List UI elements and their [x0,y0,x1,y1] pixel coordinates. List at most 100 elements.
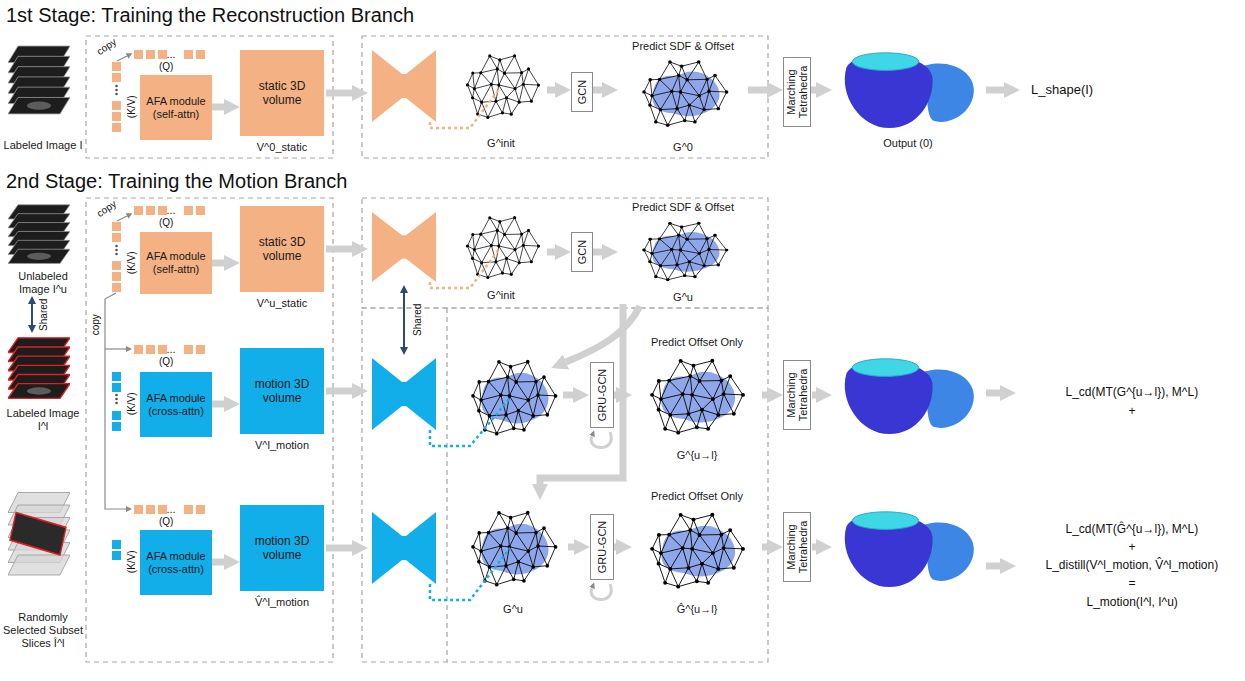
encoder-decoder [372,212,436,282]
volume-label: static 3D volume [240,206,324,292]
encoder-decoder [372,512,436,584]
marching-tetrahedra-box: Marching Tetrahedra [783,512,811,582]
caption: Predict Offset Only [632,490,762,503]
stage-title: 2nd Stage: Training the Motion Branch [6,170,347,193]
module-label: AFA module (self-attn) [143,95,209,121]
image-stack [8,338,70,399]
key-value-token [112,222,121,231]
dashed-panel [86,198,333,662]
key-value-tag: (K/V) [125,251,137,274]
mesh-graph [471,511,557,587]
mesh-graph [642,222,728,281]
encoder-decoder [372,50,436,122]
query-token [184,345,193,354]
mesh-node: Predict SDF & OffsetG^0 [618,40,748,154]
flow-arrow [547,87,555,94]
block-arrow [812,544,816,551]
recurrent-loop [591,584,611,600]
caption: G^{u→l} [632,449,762,462]
flow-arrow [593,249,602,256]
volume-node: static 3D volumeV^u_static [240,206,324,310]
caption: G^init [455,137,547,150]
copy-note: copy [94,198,118,220]
flow-arrow [568,544,574,551]
query-token [146,505,155,514]
stage-title: 1st Stage: Training the Reconstruction B… [6,4,414,27]
image-stack [8,46,70,114]
mesh-graph [650,359,745,435]
query-token [134,50,143,59]
mesh-graph [642,60,728,127]
feature-sampling-line [430,398,510,446]
dashed-panel [86,36,333,158]
copy-wire [117,216,127,221]
query-token [184,206,193,215]
afa-module-box: AFA module (cross-attn) [140,372,212,437]
query-token [158,50,167,59]
block-arrow [986,390,1000,397]
query-tag: (Q) [159,61,173,73]
image-stack [8,205,70,264]
flow-arrow [540,304,623,484]
key-value-token [112,261,121,270]
heart-mesh [845,53,974,128]
loss-term: L_cd(MT(Ĝ^{u→l}), M^L) [1066,523,1199,537]
query-token [134,206,143,215]
marching-tetrahedra-box: Marching Tetrahedra [783,57,811,127]
afa-module-box: AFA module (cross-attn) [140,530,212,595]
mesh-node: G^u [458,500,568,616]
image-node: Labeled Image I [2,40,84,152]
shared-weights-arrow [403,293,405,347]
block-label: GCN [576,235,588,269]
volume-caption: V̂^l_motion [240,596,324,609]
mesh-node: Predict Offset OnlyG^{u→l} [632,336,762,462]
heart-mesh [845,359,974,434]
feature-sampling-line [430,548,510,600]
flow-arrow [614,392,616,399]
module-label: AFA module (cross-attn) [143,550,209,576]
block-arrow [326,90,352,97]
key-value-tag: (K/V) [125,550,137,573]
copy-wire [117,56,127,61]
shared-note: Shared [412,304,424,336]
edge-label: Shared [38,298,50,330]
key-value-token [112,540,121,549]
continuation-dot [115,394,118,397]
query-token [146,345,155,354]
encoder-decoder [372,358,436,430]
flow-arrow [212,559,224,566]
continuation-dot [115,93,118,96]
query-tag: (Q) [159,516,173,528]
caption: Output (0) [832,137,984,150]
key-value-token [112,372,121,381]
query-token [134,505,143,514]
flow-arrow [212,401,224,408]
caption: G^u [618,291,748,304]
caption: Randomly Selected Subset Slices Î^l [2,611,84,650]
flow-arrow [748,87,767,94]
block-arrow [812,392,816,399]
continuation-dot [115,245,118,248]
module-label: AFA module (cross-attn) [143,392,209,418]
caption: Predict SDF & Offset [618,201,748,214]
operator: + [1129,405,1136,419]
query-token [146,206,155,215]
volume-label: motion 3D volume [240,505,324,591]
continuation-dot [115,253,118,256]
continuation-dot [115,402,118,405]
key-value-token [112,383,121,392]
query-tag: (Q) [159,356,173,368]
block-label: Marching Tetrahedra [785,363,809,427]
query-token [134,345,143,354]
continuation-dot [115,85,118,88]
mesh-graph [650,513,745,589]
volume-label: static 3D volume [240,50,324,136]
mesh-graph [466,216,540,279]
volume-caption: V^u_static [240,297,324,310]
key-value-token [112,62,121,71]
flow-arrow [762,392,767,399]
caption: G^init [455,289,547,302]
block-arrow [986,563,1000,570]
image-stack [8,493,70,576]
